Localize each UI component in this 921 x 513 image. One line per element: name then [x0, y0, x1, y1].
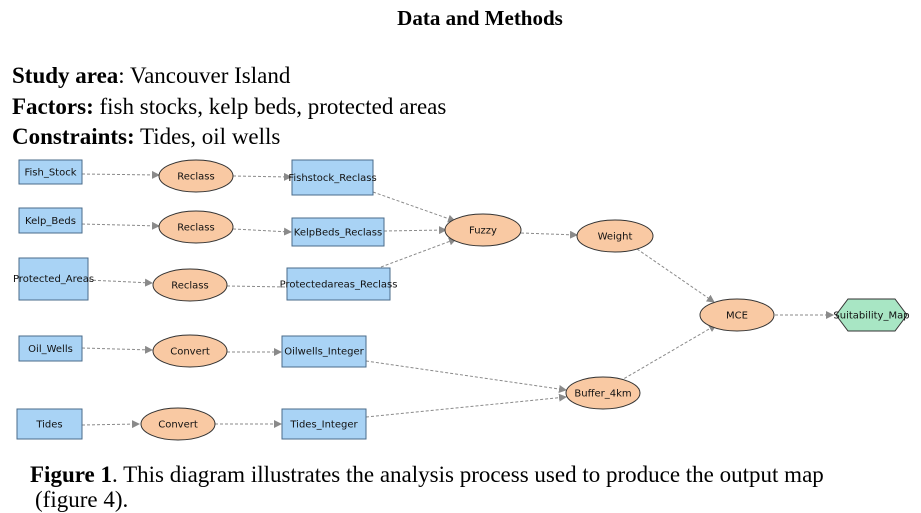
node-reclass-kelp-label: Reclass: [177, 223, 214, 234]
node-fish-stock: Fish_Stock: [18, 159, 83, 185]
node-protected-areas-label: Protected_Areas: [13, 274, 94, 285]
node-kelpbeds-reclass: KelpBeds_Reclass: [291, 217, 385, 247]
node-tides: Tides: [16, 408, 83, 440]
node-kelp-beds: Kelp_Beds: [18, 207, 83, 234]
study-area-value: : Vancouver Island: [118, 63, 291, 88]
factors-label: Factors:: [12, 94, 94, 119]
node-kelp-beds-label: Kelp_Beds: [25, 216, 76, 227]
node-reclass-fish-label: Reclass: [177, 172, 214, 183]
node-kelpbeds-reclass-label: KelpBeds_Reclass: [294, 228, 382, 239]
factors-value: fish stocks, kelp beds, protected areas: [93, 94, 447, 119]
connector-reclass-to-fishstock: [232, 172, 292, 181]
node-oil-wells-label: Oil_Wells: [28, 344, 73, 355]
node-suitability-map-label: Suitability_Map: [833, 311, 909, 322]
connector-protected-to-reclass: [87, 278, 153, 287]
node-fuzzy: Fuzzy: [444, 213, 522, 247]
node-convert-tides: Convert: [140, 407, 216, 441]
node-reclass-fish: Reclass: [158, 159, 234, 193]
connector-fuzzy-to-weight: [520, 230, 578, 239]
node-tides-label: Tides: [35, 420, 62, 431]
node-reclass-kelp: Reclass: [158, 210, 234, 244]
node-tides-integer: Tides_Integer: [281, 408, 367, 440]
node-convert-oil: Convert: [152, 334, 228, 368]
connectors: [81, 170, 834, 429]
study-area-line: Study area: Vancouver Island: [12, 62, 290, 90]
node-mce: MCE: [699, 298, 775, 332]
node-oilwells-integer-label: Oilwells_Integer: [284, 347, 364, 358]
node-convert-oil-label: Convert: [170, 347, 210, 358]
node-oil-wells: Oil_Wells: [18, 335, 83, 362]
node-fishstock-reclass: Fishstock_Reclass: [288, 159, 377, 196]
connector-oilwells-integer-to-buffer: [365, 360, 567, 393]
study-area-label: Study area: [12, 63, 119, 88]
node-buffer-4km: Buffer_4km: [565, 376, 641, 410]
figure-caption-text: . This diagram illustrates the analysis …: [111, 462, 824, 487]
connector-fishstock-to-fuzzy: [372, 191, 456, 223]
node-fishstock-reclass-label: Fishstock_Reclass: [288, 173, 376, 184]
node-fuzzy-label: Fuzzy: [469, 226, 497, 237]
connector-tides-integer-to-buffer: [365, 393, 567, 418]
node-reclass-protected: Reclass: [152, 268, 228, 302]
node-weight-label: Weight: [598, 232, 633, 243]
node-buffer-4km-label: Buffer_4km: [574, 389, 631, 400]
node-protected-areas: Protected_Areas: [13, 257, 94, 301]
node-mce-label: MCE: [726, 311, 748, 322]
node-convert-tides-label: Convert: [158, 420, 198, 431]
connector-reclass-to-protectedareas: [226, 285, 288, 288]
node-tides-integer-label: Tides_Integer: [289, 420, 358, 431]
figure-caption-line2: (figure 4).: [35, 487, 129, 512]
constraints-line: Constraints: Tides, oil wells: [12, 123, 280, 151]
factors-line: Factors: fish stocks, kelp beds, protect…: [12, 93, 446, 121]
model-flowchart: Fish_Stock Kelp_Beds Protected_Areas Oil…: [13, 159, 910, 441]
node-reclass-protected-label: Reclass: [171, 281, 208, 292]
node-suitability-map: Suitability_Map: [833, 298, 910, 332]
connector-kelpbeds-to-fuzzy: [383, 226, 447, 235]
constraints-value: Tides, oil wells: [134, 124, 281, 149]
node-protectedareas-reclass: Protectedareas_Reclass: [280, 267, 398, 301]
node-weight: Weight: [576, 219, 654, 253]
figure-caption-label: Figure 1: [30, 462, 112, 487]
connector-fish-to-reclass: [81, 170, 160, 179]
connector-buffer-to-mce: [619, 324, 717, 382]
node-fish-stock-label: Fish_Stock: [24, 168, 76, 179]
connector-kelp-to-reclass: [81, 221, 160, 230]
connector-oilwells-to-convert: [81, 345, 153, 354]
node-oilwells-integer: Oilwells_Integer: [281, 335, 367, 368]
constraints-label: Constraints:: [12, 124, 135, 149]
connector-reclass-to-kelpbeds: [232, 227, 292, 236]
section-heading: Data and Methods: [397, 6, 563, 30]
figure-caption: Figure 1. This diagram illustrates the a…: [30, 462, 824, 488]
node-protectedareas-reclass-label: Protectedareas_Reclass: [280, 280, 398, 291]
connector-weight-to-mce: [636, 248, 715, 303]
connector-tides-to-convert: [81, 420, 140, 429]
connector-protectedareas-to-fuzzy: [380, 237, 457, 268]
